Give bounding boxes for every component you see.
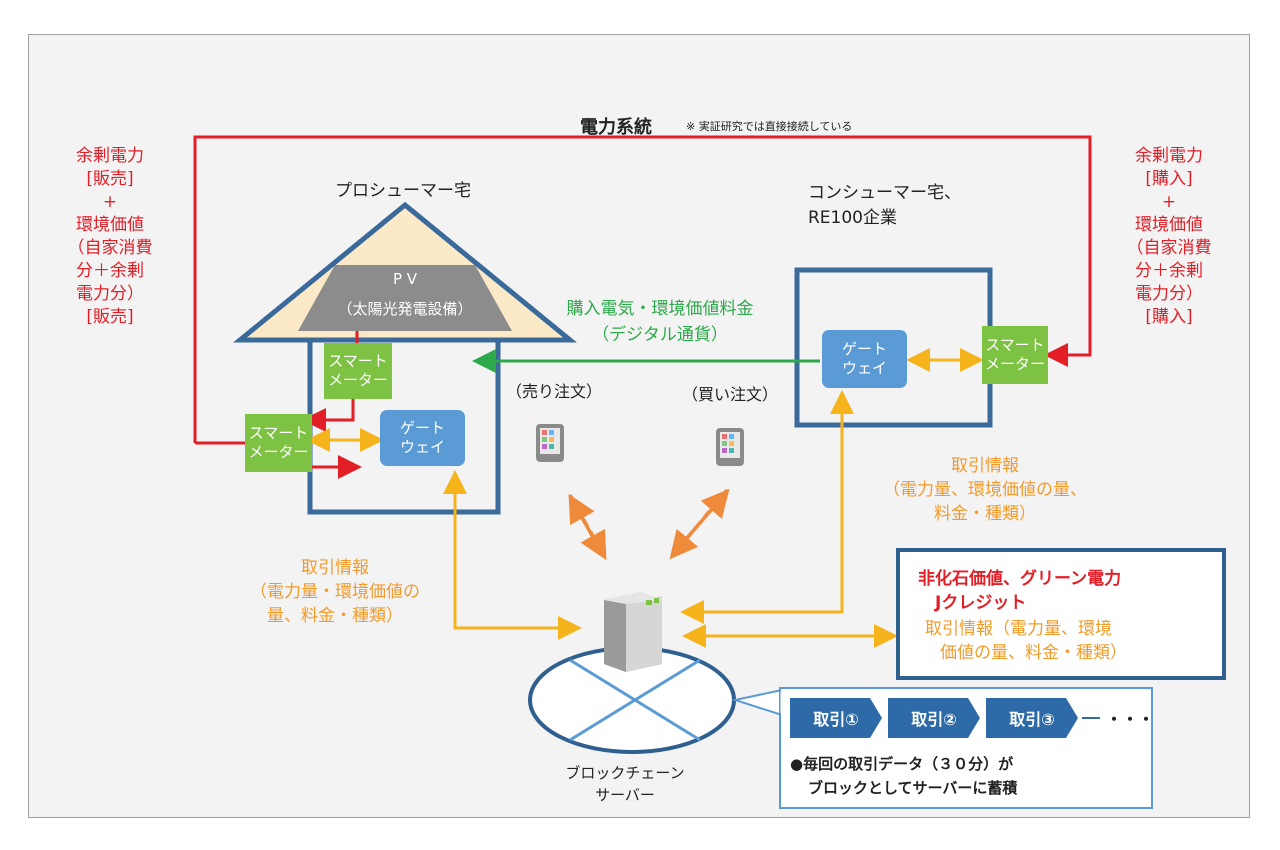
block-note-1: ●毎回の取引データ（３０分）が [790,755,1014,773]
cert-info-1: 取引情報（電力量、環境 [925,619,1112,639]
prosumer-smart-meter-bottom: スマート メーター [245,414,312,472]
tx-block-1: 取引① [790,698,882,738]
pv-label-2: （太陽光発電設備） [337,300,473,318]
block-note-2: ブロックとしてサーバーに蓄積 [808,779,1018,797]
pv-label-1: P V [392,270,418,288]
certificate-box [896,548,1226,680]
block-callout-pointer [731,688,783,717]
pv-panel [298,265,512,331]
prosumer-gateway: ゲート ウェイ [380,410,465,466]
grid-title: 電力系統 [580,117,652,138]
payment-label: 購入電気・環境価値料金（デジタル通貨） [566,299,754,345]
grid-power-line [193,135,1092,443]
cert-title-1: 非化石価値、グリーン電力 [918,569,1122,589]
sell-device-icon [536,424,564,462]
gateway-server-left-link [453,480,582,640]
grid-note: ※ 実証研究では直接接続している [686,120,853,133]
buy-order-label: （買い注文） [682,385,779,404]
right-side-label: 余剰電力[購入]+環境価値（自家消費分＋余剰電力分）[購入] [1126,146,1212,327]
blockchain-label: ブロックチェーンサーバー [565,764,685,804]
tx-block-3: 取引③ [986,698,1078,738]
consumer-title-2: RE100企業 [808,208,898,228]
meter-to-meter-line [302,399,355,432]
consumer-gateway: ゲート ウェイ [822,330,907,388]
tx-ellipsis: ・・・ [1106,710,1155,729]
sell-order-label: （売り注文） [506,382,603,401]
prosumer-smart-meter-top: スマート メーター [324,343,392,399]
trade-info-left: 取引情報（電力量・環境価値の量、料金・種類） [250,558,420,626]
consumer-title-1: コンシューマー宅、 [808,183,961,203]
trade-info-right: 取引情報（電力量、環境価値の量、料金・種類） [883,456,1087,524]
left-side-label: 余剰電力[販売]+環境価値（自家消費分＋余剰電力分）[販売] [67,146,153,327]
server-icon [604,592,662,672]
prosumer-title: プロシューマー宅 [335,181,471,201]
cert-info-2: 価値の量、料金・種類） [940,643,1127,663]
cert-title-2: Jクレジット [935,593,1027,613]
gateway-server-right-link [680,400,844,624]
tx-block-2: 取引② [888,698,980,738]
buy-device-icon [716,428,744,466]
consumer-smart-meter: スマート メーター [982,326,1048,384]
